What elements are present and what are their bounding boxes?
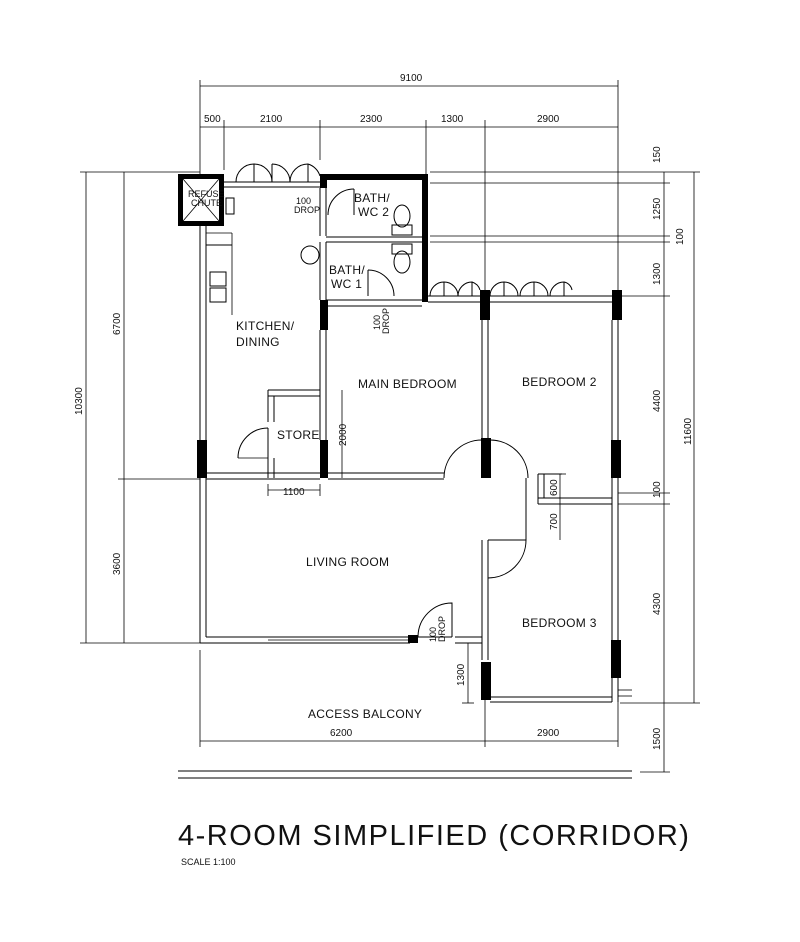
bottom-dimensions: 6200 2900 [178, 650, 632, 779]
label-store: STORE [277, 428, 320, 442]
dim-left-3600: 3600 [112, 552, 123, 575]
dim-store-1100: 1100 [283, 487, 305, 498]
label-drop3-text: DROP [437, 616, 447, 642]
dim-right-4300: 4300 [652, 592, 663, 615]
dim-top-2100: 2100 [260, 114, 283, 125]
dim-right-11600: 11600 [683, 417, 694, 445]
interior-dimensions: 1100 2000 600 700 1300 [267, 390, 566, 704]
plan-scale: SCALE 1:100 [181, 857, 236, 867]
label-bath1-line1: BATH/ [329, 263, 365, 277]
dim-right-1250: 1250 [652, 197, 663, 220]
dim-right-150: 150 [652, 146, 663, 163]
dim-b2-600: 600 [549, 479, 560, 496]
dim-top-total: 9100 [400, 73, 423, 84]
dim-top-2900: 2900 [537, 114, 560, 125]
label-access-balcony: ACCESS BALCONY [308, 707, 422, 721]
label-bedroom-3: BEDROOM 3 [522, 616, 597, 630]
plan-title: 4-ROOM SIMPLIFIED (CORRIDOR) [178, 820, 691, 852]
label-drop1-text: DROP [294, 205, 320, 215]
dim-top-2300: 2300 [360, 114, 383, 125]
label-bath2-line2: WC 2 [358, 205, 389, 219]
label-refuse: REFUSE [188, 189, 225, 199]
left-dimensions: 10300 6700 3600 [74, 171, 200, 644]
dim-b2-700: 700 [549, 513, 560, 530]
label-kitchen-line1: KITCHEN/ [236, 319, 295, 333]
right-dimensions: 11600 150 1250 100 1300 4400 100 4300 15… [430, 146, 700, 773]
room-labels: REFUSE CHUTE BATH/ WC 2 BATH/ WC 1 KITCH… [188, 189, 597, 721]
dim-right-100a: 100 [675, 228, 686, 245]
dim-right-1500: 1500 [652, 727, 663, 750]
label-drop2-text: DROP [381, 308, 391, 334]
label-drop2-value: 100 [372, 315, 382, 330]
top-dimensions: 9100 500 2100 2300 1300 2900 [199, 73, 619, 290]
dim-top-500: 500 [204, 114, 221, 125]
dim-store-2000: 2000 [338, 423, 349, 446]
dim-bottom-2900: 2900 [537, 728, 560, 739]
label-main-bedroom: MAIN BEDROOM [358, 377, 457, 391]
label-kitchen-line2: DINING [236, 335, 280, 349]
dim-right-100b: 100 [652, 481, 663, 498]
dim-right-1300: 1300 [652, 262, 663, 285]
dim-bottom-6200: 6200 [330, 728, 353, 739]
walls [178, 174, 632, 703]
label-living-room: LIVING ROOM [306, 555, 389, 569]
label-drop1-value: 100 [296, 196, 311, 206]
dim-top-1300: 1300 [441, 114, 464, 125]
dim-right-4400: 4400 [652, 389, 663, 412]
dim-left-6700: 6700 [112, 312, 123, 335]
dim-balcony-1300: 1300 [456, 663, 467, 686]
label-bath1-line2: WC 1 [331, 277, 362, 291]
floor-plan: 9100 500 2100 2300 1300 2900 10300 6700 … [74, 73, 700, 779]
label-bath2-line1: BATH/ [354, 191, 390, 205]
label-bedroom-2: BEDROOM 2 [522, 375, 597, 389]
label-drop3-value: 100 [428, 627, 438, 642]
doors [235, 163, 573, 638]
label-chute: CHUTE [191, 198, 222, 208]
dim-left-10300: 10300 [74, 387, 85, 415]
